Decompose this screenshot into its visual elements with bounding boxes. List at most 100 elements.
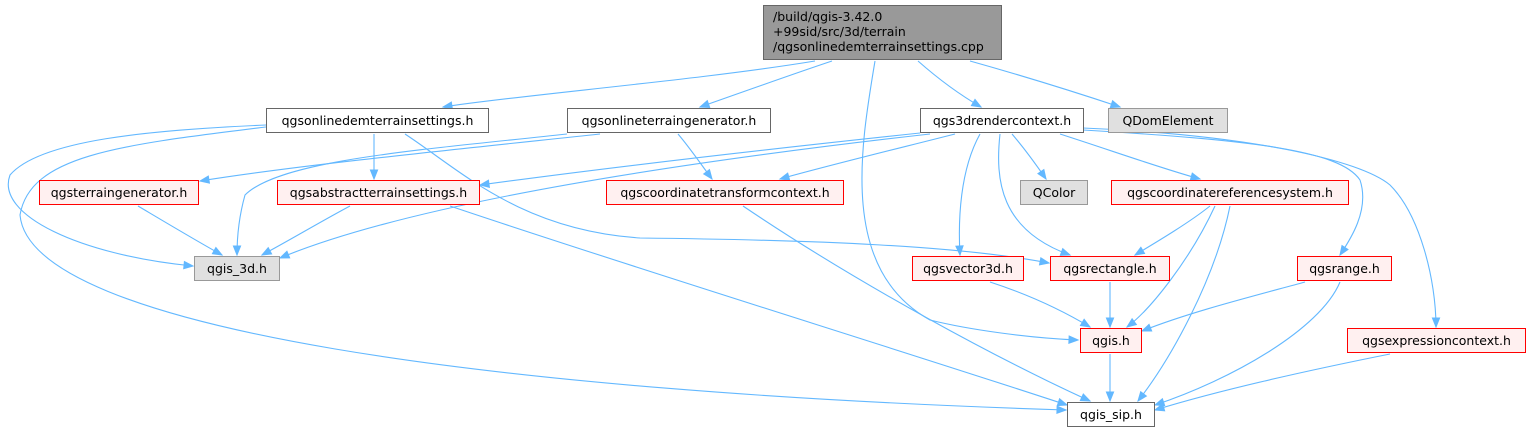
edge-renderctx_h-to-crs_h bbox=[1059, 133, 1202, 181]
arrowhead-icon bbox=[1109, 99, 1122, 109]
edge-renderctx_h-to-qgis3d_h bbox=[278, 133, 931, 259]
edge-range_h-to-qgissip_h bbox=[1153, 281, 1341, 407]
node-label: qgsexpressioncontext.h bbox=[1362, 333, 1511, 348]
node-box bbox=[277, 180, 480, 205]
node-terraingen-h[interactable]: qgsterraingenerator.h bbox=[39, 180, 199, 205]
node-rectangle-h[interactable]: qgsrectangle.h bbox=[1050, 256, 1170, 281]
node-box bbox=[1347, 328, 1526, 353]
edge-exprctx_h-to-qgissip_h bbox=[1153, 353, 1391, 412]
node-qgissip-h[interactable]: qgis_sip.h bbox=[1067, 402, 1155, 427]
edge-root-to-onlineterraingen_h bbox=[698, 60, 833, 108]
edge-line bbox=[1059, 133, 1201, 180]
arrowhead-icon bbox=[970, 98, 983, 108]
node-label: qgscoordinatereferencesystem.h bbox=[1127, 185, 1333, 200]
node-crs-h[interactable]: qgscoordinatereferencesystem.h bbox=[1111, 180, 1349, 205]
arrowhead-icon bbox=[1079, 393, 1092, 402]
arrowhead-icon bbox=[1105, 391, 1115, 403]
node-label: qgis_sip.h bbox=[1080, 407, 1142, 422]
edge-line bbox=[779, 133, 956, 180]
edge-rectangle_h-to-qgis_h bbox=[1105, 282, 1115, 329]
node-qgis-h[interactable]: qgis.h bbox=[1080, 328, 1142, 353]
edge-qgis_h-to-qgissip_h bbox=[1105, 354, 1115, 403]
edge-renderctx_h-to-exprctx_h bbox=[1082, 127, 1441, 329]
edge-coordxformctx_h-to-qgissip_h bbox=[742, 205, 1092, 402]
node-label: QColor bbox=[1033, 185, 1076, 200]
node-box bbox=[39, 180, 199, 205]
node-box bbox=[763, 5, 1002, 60]
edge-line bbox=[917, 60, 982, 108]
node-exprctx-h[interactable]: qgsexpressioncontext.h bbox=[1347, 328, 1526, 353]
edge-line bbox=[969, 60, 1121, 108]
arrowhead-icon bbox=[702, 168, 713, 181]
edge-line bbox=[449, 205, 1068, 406]
arrowhead-icon bbox=[183, 260, 195, 270]
arrowhead-icon bbox=[1068, 335, 1080, 344]
edge-abstractterrain_h-to-qgis3d_h bbox=[260, 205, 351, 256]
arrowhead-icon bbox=[1125, 317, 1138, 328]
node-qgis3d-h[interactable]: qgis_3d.h bbox=[194, 256, 280, 281]
node-vector3d-h[interactable]: qgsvector3d.h bbox=[912, 256, 1024, 281]
node-label: qgsvector3d.h bbox=[923, 261, 1013, 276]
node-box bbox=[1020, 180, 1088, 205]
node-label: qgsrange.h bbox=[1309, 261, 1380, 276]
edge-crs_h-to-qgissip_h bbox=[1137, 205, 1231, 403]
node-label: qgis_3d.h bbox=[207, 261, 267, 276]
node-root[interactable]: /build/qgis-3.42.0+99sid/src/3d/terrain/… bbox=[763, 5, 1002, 60]
arrowhead-icon bbox=[260, 246, 273, 256]
arrowhead-icon bbox=[1339, 244, 1349, 257]
node-label: qgs3drendercontext.h bbox=[933, 113, 1071, 128]
edge-onlineterraingen_h-to-terraingen_h bbox=[198, 133, 601, 184]
arrowhead-icon bbox=[1431, 317, 1441, 329]
edge-line bbox=[1154, 353, 1391, 411]
edge-line bbox=[1137, 205, 1231, 402]
edge-renderctx_h-to-rectangle_h bbox=[998, 133, 1072, 256]
arrowhead-icon bbox=[278, 250, 291, 259]
node-label: qgsonlineterraingenerator.h bbox=[582, 113, 757, 128]
edge-root-to-qdomelement bbox=[969, 60, 1122, 109]
edge-line bbox=[236, 133, 568, 256]
arrowhead-icon bbox=[778, 172, 791, 181]
edge-line bbox=[1134, 205, 1211, 256]
node-box bbox=[912, 256, 1024, 281]
arrowhead-icon bbox=[1056, 405, 1068, 415]
node-label: qgsrectangle.h bbox=[1063, 261, 1156, 276]
node-coordxformctx-h[interactable]: qgscoordinatetransformcontext.h bbox=[606, 180, 844, 205]
node-renderctx-h[interactable]: qgs3drendercontext.h bbox=[920, 108, 1084, 133]
node-qdomelement[interactable]: QDomElement bbox=[1108, 108, 1228, 133]
edge-line bbox=[958, 133, 981, 256]
node-label: /qgsonlinedemterrainsettings.cpp bbox=[773, 39, 984, 54]
node-onlinedemsettings-h[interactable]: qgsonlinedemterrainsettings.h bbox=[266, 108, 489, 133]
edge-line bbox=[137, 205, 223, 256]
node-layer: /build/qgis-3.42.0+99sid/src/3d/terrain/… bbox=[39, 5, 1526, 427]
node-box bbox=[1108, 108, 1228, 133]
edge-range_h-to-qgis_h bbox=[1140, 281, 1306, 332]
edge-line bbox=[998, 133, 1071, 256]
edge-line bbox=[989, 281, 1091, 328]
edge-renderctx_h-to-vector3d_h bbox=[955, 133, 981, 257]
node-box bbox=[1297, 256, 1392, 281]
node-label: /build/qgis-3.42.0 bbox=[773, 9, 882, 24]
arrowhead-icon bbox=[955, 245, 964, 257]
node-qcolor[interactable]: QColor bbox=[1020, 180, 1088, 205]
edge-renderctx_h-to-abstractterrain_h bbox=[478, 132, 921, 189]
edge-vector3d_h-to-qgis_h bbox=[989, 281, 1092, 328]
edge-line bbox=[1082, 127, 1437, 328]
node-box bbox=[606, 180, 844, 205]
node-range-h[interactable]: qgsrange.h bbox=[1297, 256, 1392, 281]
edge-onlineterraingen_h-to-coordxformctx_h bbox=[677, 133, 713, 181]
node-abstractterrain-h[interactable]: qgsabstractterrainsettings.h bbox=[277, 180, 480, 205]
node-box bbox=[266, 108, 489, 133]
edge-line bbox=[1141, 281, 1306, 332]
arrowhead-icon bbox=[369, 169, 379, 181]
edge-root-to-qgis_h bbox=[861, 60, 1080, 344]
node-label: qgscoordinatetransformcontext.h bbox=[620, 185, 829, 200]
edge-line bbox=[479, 132, 921, 186]
edge-terraingen_h-to-qgis3d_h bbox=[137, 205, 224, 256]
node-label: QDomElement bbox=[1122, 113, 1213, 128]
edge-line bbox=[699, 60, 833, 108]
node-onlineterraingen-h[interactable]: qgsonlineterraingenerator.h bbox=[567, 108, 771, 133]
edge-layer bbox=[7, 60, 1441, 415]
node-box bbox=[567, 108, 771, 133]
arrowhead-icon bbox=[1140, 323, 1153, 332]
